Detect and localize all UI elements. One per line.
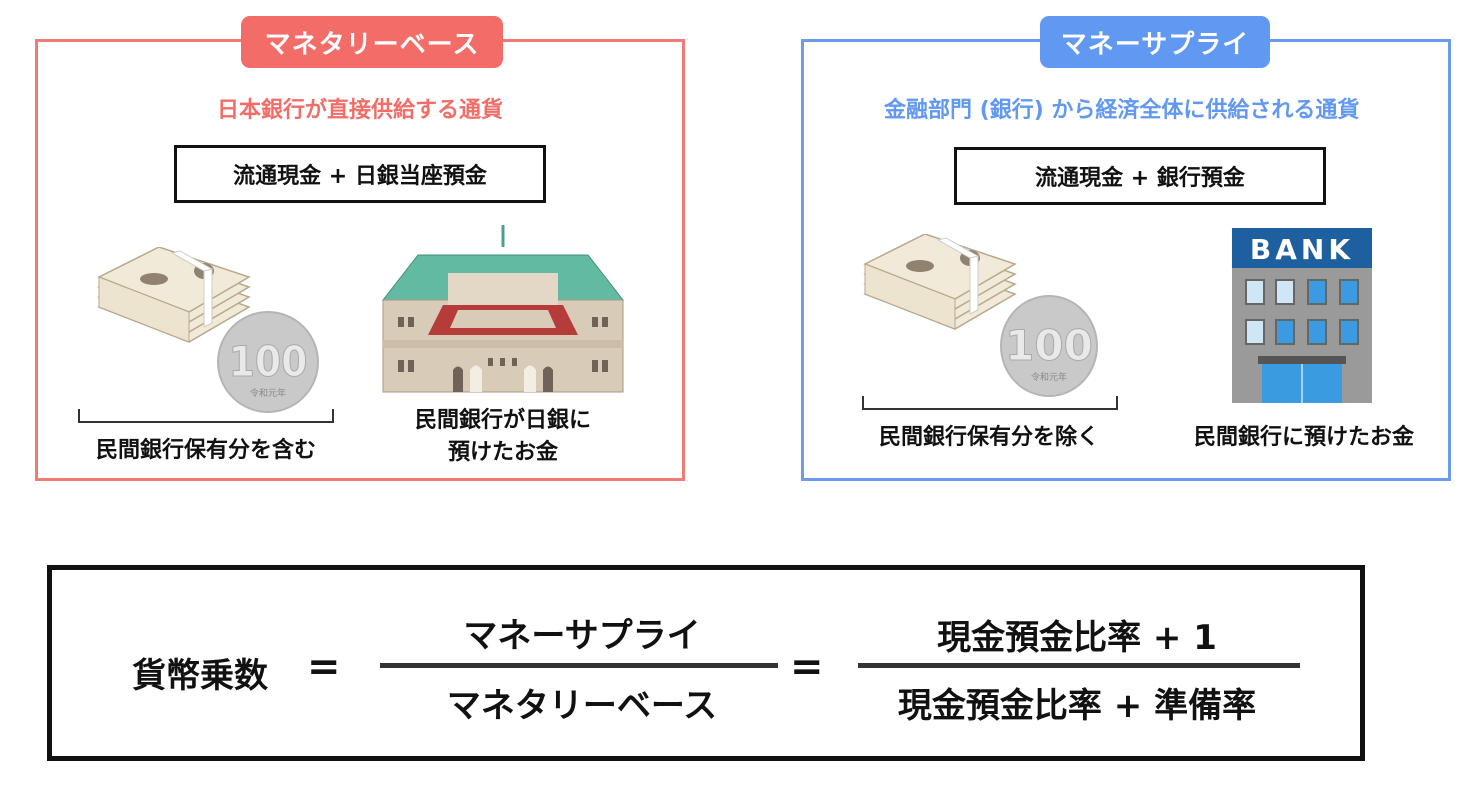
fraction1-line	[380, 663, 778, 668]
monetary-base-right-caption-line2: 預けたお金	[447, 440, 558, 465]
money-supply-subtitle: 金融部門 (銀行) から経済全体に供給される通貨	[884, 98, 1360, 123]
monetary-base-right-caption-line1: 民間銀行が日銀に	[414, 408, 591, 433]
svg-text:令和元年: 令和元年	[1031, 371, 1067, 383]
equals-sign: =	[790, 644, 824, 690]
monetary-base-panel: マネタリーベース 日本銀行が直接供給する通貨 流通現金 + 日銀当座預金 100…	[35, 16, 685, 481]
fraction2-numerator: 現金預金比率 + 1	[937, 618, 1217, 658]
money-multiplier-equation: 貨幣乗数 = マネーサプライ マネタリーベース = 現金預金比率 + 1 現金預…	[47, 565, 1365, 761]
commercial-bank-building-icon: BANK	[1232, 228, 1372, 403]
money-supply-right-caption: 民間銀行に預けたお金	[1193, 425, 1414, 450]
monetary-base-title: マネタリーベース	[241, 16, 503, 68]
money-supply-formula: 流通現金 + 銀行預金	[954, 147, 1326, 205]
fraction1-denominator: マネタリーベース	[446, 686, 718, 726]
monetary-base-formula: 流通現金 + 日銀当座預金	[174, 145, 546, 203]
monetary-base-subtitle: 日本銀行が直接供給する通貨	[216, 98, 503, 123]
money-supply-title: マネーサプライ	[1040, 16, 1270, 68]
svg-text:令和元年: 令和元年	[250, 387, 286, 399]
banknote-stack-icon	[97, 247, 251, 343]
svg-text:100: 100	[229, 337, 308, 386]
bank-of-japan-building-icon	[381, 225, 625, 393]
money-supply-left-caption: 民間銀行保有分を除く	[878, 425, 1099, 450]
fraction2-line	[858, 663, 1300, 668]
fraction1-numerator: マネーサプライ	[463, 616, 701, 656]
bracket	[78, 409, 334, 423]
money-supply-panel: マネーサプライ 金融部門 (銀行) から経済全体に供給される通貨 流通現金 + …	[801, 16, 1451, 481]
svg-text:BANK: BANK	[1250, 233, 1354, 266]
coin-100-yen-icon: 100 令和元年	[217, 311, 319, 413]
svg-text:100: 100	[1005, 321, 1093, 370]
banknote-stack-icon	[863, 234, 1017, 330]
equals-sign: =	[307, 644, 341, 690]
equation-lhs: 貨幣乗数	[132, 656, 268, 696]
monetary-base-left-caption: 民間銀行保有分を含む	[95, 438, 316, 463]
coin-100-yen-icon: 100 令和元年	[1000, 295, 1098, 397]
bracket	[862, 396, 1118, 410]
fraction2-denominator: 現金預金比率 + 準備率	[897, 686, 1257, 726]
